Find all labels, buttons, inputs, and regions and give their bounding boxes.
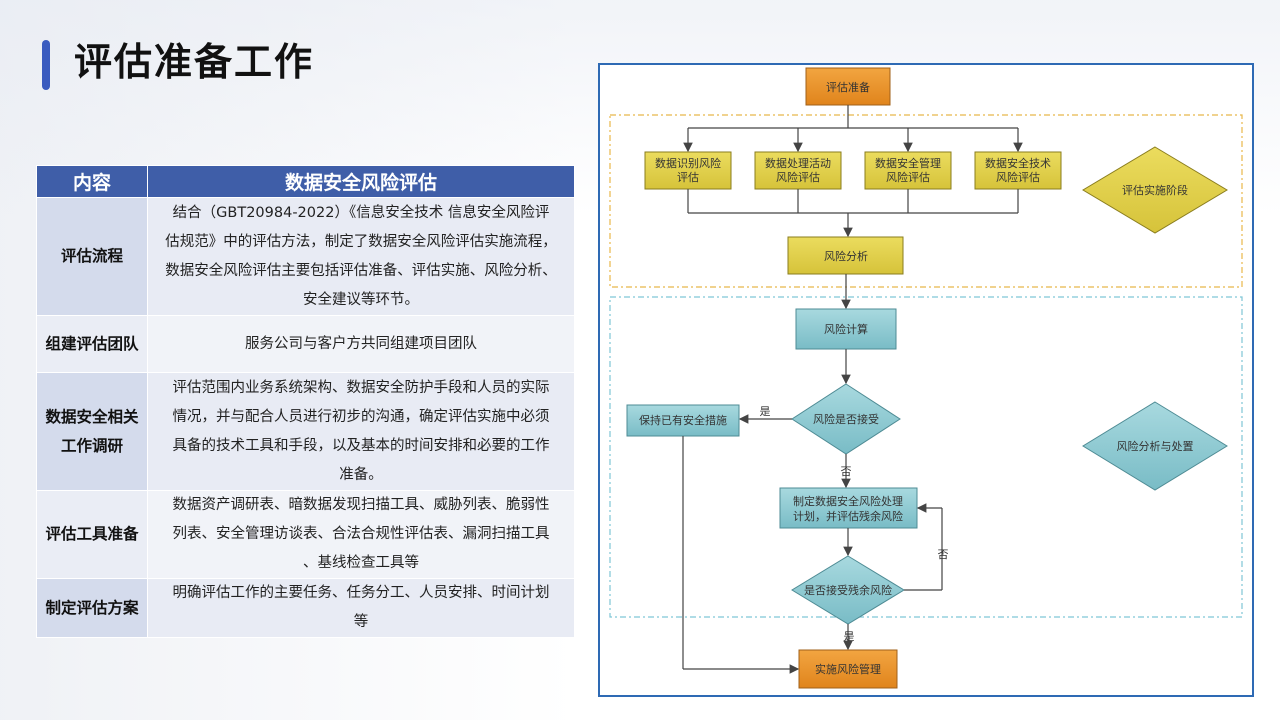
keep-measures-label: 保持已有安全措施 [639, 413, 727, 427]
risk-calc-label: 风险计算 [824, 322, 868, 336]
table-row: 数据安全相关 工作调研 评估范围内业务系统架构、数据安全防护手段和人员的实际 情… [36, 372, 575, 491]
risk-analysis-label: 风险分析 [824, 249, 868, 263]
flowchart: 评估准备 数据识别风险 评估 数据处理活动 风险评估 数据安全管理 风险评估 数… [609, 67, 1243, 689]
desc-line: 等 [353, 614, 369, 630]
row-label: 数据安全相关 工作调研 [36, 372, 148, 491]
table-header-row: 内容 数据安全风险评估 [36, 165, 575, 198]
label-line: 工作调研 [60, 436, 123, 455]
table-header-content: 内容 [36, 165, 148, 198]
phase-assessment-diamond [1082, 146, 1228, 234]
desc-line: 结合（GBT20984-2022）《信息安全技术 信息安全风险评 [172, 204, 550, 221]
yes-label: 是 [760, 405, 771, 418]
plan-label: 制定数据安全风险处理 [793, 494, 903, 508]
info-table: 内容 数据安全风险评估 评估流程 结合（GBT20984-2022）《信息安全技… [36, 165, 575, 638]
stage-node-label: 风险评估 [776, 170, 820, 184]
stage-node-label: 数据安全技术 [985, 156, 1051, 170]
row-description: 服务公司与客户方共同组建项目团队 [147, 315, 575, 373]
no-label: 否 [841, 465, 852, 478]
stage-node-label: 评估 [677, 171, 699, 184]
accept-decision-label: 风险是否接受 [813, 412, 879, 426]
row-description: 明确评估工作的主要任务、任务分工、人员安排、时间计划 等 [147, 578, 575, 638]
risk-analysis-node [787, 236, 904, 275]
desc-line: 列表、安全管理访谈表、合法合规性评估表、漏洞扫描工具 [172, 526, 550, 542]
stage-node-label: 数据安全管理 [875, 156, 941, 170]
desc-line: 情况，并与配合人员进行初步的沟通，确定评估实施中必须 [172, 408, 550, 425]
residual-decision-label: 是否接受残余风险 [804, 583, 892, 597]
risk-calc-node [795, 308, 897, 350]
end-node [798, 649, 898, 689]
no-label: 否 [938, 548, 949, 561]
row-label: 评估工具准备 [36, 490, 148, 579]
phase-assessment-region [609, 114, 1243, 288]
start-node-label: 评估准备 [826, 80, 870, 94]
desc-line: 估规范》中的评估方法，制定了数据安全风险评估实施流程， [165, 233, 557, 250]
desc-line: 明确评估工作的主要任务、任务分工、人员安排、时间计划 [172, 585, 550, 601]
end-node-label: 实施风险管理 [815, 662, 881, 676]
table-header-topic: 数据安全风险评估 [147, 165, 575, 198]
desc-line: 评估范围内业务系统架构、数据安全防护手段和人员的实际 [172, 379, 550, 396]
row-description: 评估范围内业务系统架构、数据安全防护手段和人员的实际 情况，并与配合人员进行初步… [147, 372, 575, 491]
desc-line: 安全建议等环节。 [303, 291, 419, 308]
desc-line: 准备。 [339, 466, 383, 483]
row-description: 结合（GBT20984-2022）《信息安全技术 信息安全风险评 估规范》中的评… [147, 197, 575, 316]
table-row: 制定评估方案 明确评估工作的主要任务、任务分工、人员安排、时间计划 等 [36, 578, 575, 638]
phase-analysis-diamond [1082, 401, 1228, 491]
phase-assessment-label: 评估实施阶段 [1122, 183, 1188, 197]
stage-node-label: 数据处理活动 [765, 156, 831, 170]
page-title: 评估准备工作 [74, 40, 315, 84]
stage-node-management [864, 151, 952, 190]
stage-node-label: 数据识别风险 [655, 156, 721, 170]
desc-line: 服务公司与客户方共同组建项目团队 [245, 335, 477, 352]
phase-analysis-label: 风险分析与处置 [1117, 439, 1194, 453]
stage-node-technical [974, 151, 1062, 190]
desc-line: 、基线检查工具等 [303, 555, 419, 571]
stage-node-label: 风险评估 [886, 170, 930, 184]
desc-line: 数据资产调研表、暗数据发现扫描工具、威胁列表、脆弱性 [172, 497, 550, 513]
plan-label: 计划，并评估残余风险 [793, 509, 903, 523]
label-line: 数据安全相关 [45, 407, 139, 426]
row-label: 组建评估团队 [36, 315, 148, 373]
start-node [805, 67, 891, 106]
table-row: 组建评估团队 服务公司与客户方共同组建项目团队 [36, 315, 575, 373]
row-label: 评估流程 [36, 197, 148, 316]
stage-node-label: 风险评估 [996, 170, 1040, 184]
table-row: 评估流程 结合（GBT20984-2022）《信息安全技术 信息安全风险评 估规… [36, 197, 575, 316]
title-accent-bar [42, 40, 50, 90]
desc-line: 数据安全风险评估主要包括评估准备、评估实施、风险分析、 [165, 262, 557, 279]
row-description: 数据资产调研表、暗数据发现扫描工具、威胁列表、脆弱性 列表、安全管理访谈表、合法… [147, 490, 575, 579]
plan-node [779, 487, 918, 529]
keep-measures-node [626, 404, 740, 437]
desc-line: 具备的技术工具和手段，以及基本的时间安排和必要的工作 [172, 437, 550, 454]
flowchart-frame: 评估准备 数据识别风险 评估 数据处理活动 风险评估 数据安全管理 风险评估 数… [598, 63, 1254, 697]
row-label: 制定评估方案 [36, 578, 148, 638]
table-row: 评估工具准备 数据资产调研表、暗数据发现扫描工具、威胁列表、脆弱性 列表、安全管… [36, 490, 575, 579]
stage-node-identify [644, 151, 732, 190]
yes-label: 是 [844, 630, 855, 643]
